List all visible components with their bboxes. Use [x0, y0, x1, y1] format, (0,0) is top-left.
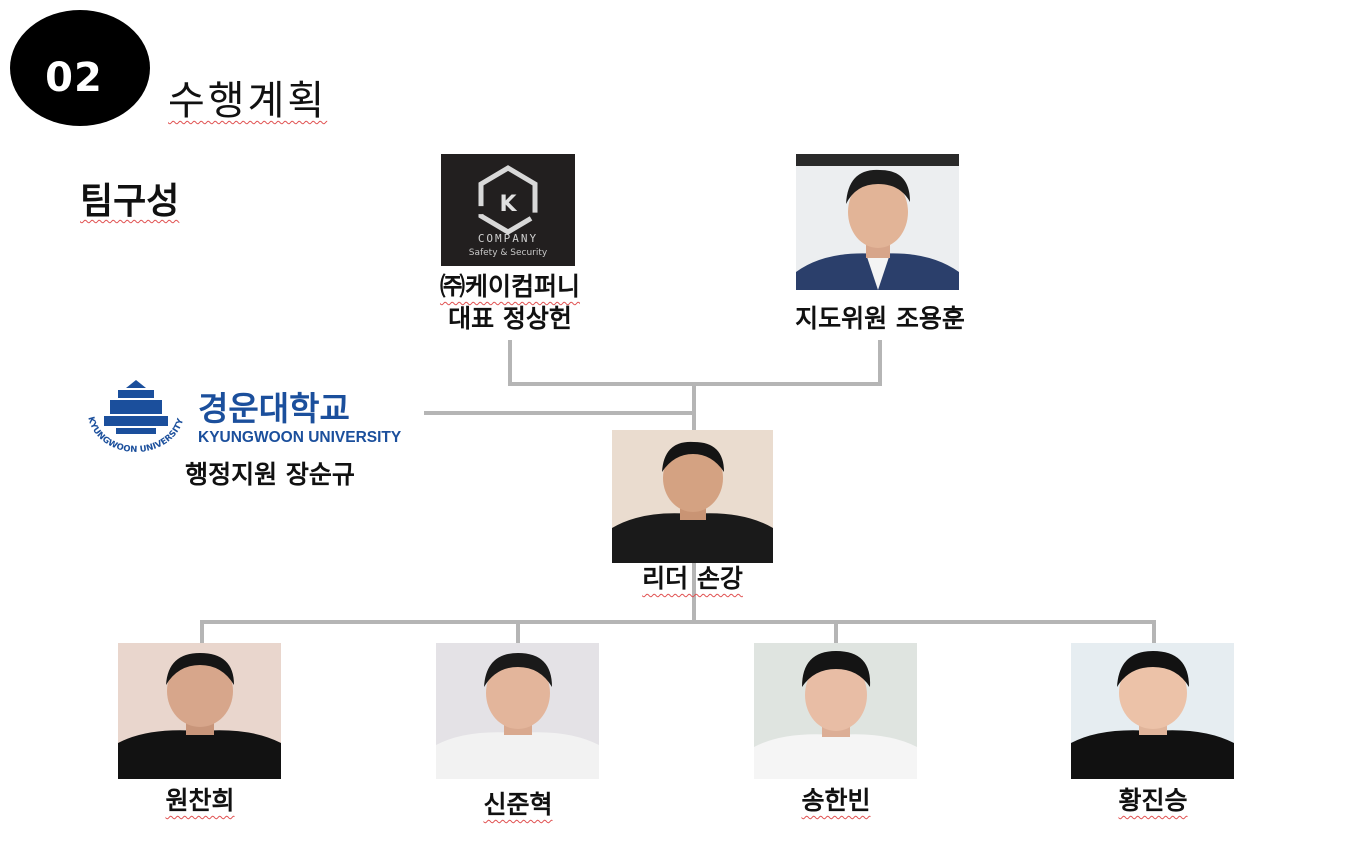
member-name-2: 신준혁 — [483, 790, 553, 819]
section-title: 수행계획 — [168, 78, 328, 124]
member-photo-3 — [754, 643, 917, 779]
member-name-4: 황진승 — [1118, 786, 1188, 815]
university-admin-role: 행정지원 장순규 — [185, 460, 355, 489]
company-logo-text: COMPANY — [478, 232, 538, 245]
section-number: 02 — [45, 55, 103, 101]
member-photo-1 — [118, 643, 281, 779]
mentor-role: 지도위원 조용훈 — [795, 304, 965, 333]
university-name-en: KYUNGWOON UNIVERSITY — [198, 429, 402, 446]
leader-photo — [612, 430, 773, 563]
mentor-photo — [796, 154, 959, 290]
section-number-badge: 02 — [10, 10, 150, 126]
company-logo-subtext: Safety & Security — [469, 248, 548, 258]
company-logo-letter: K — [499, 192, 517, 217]
member-photo-2 — [436, 643, 599, 779]
team-composition-title: 팀구성 — [80, 181, 180, 222]
university-emblem-icon — [104, 380, 168, 434]
company-logo: K COMPANY Safety & Security — [441, 154, 575, 266]
member-name-1: 원찬희 — [165, 786, 235, 815]
leader-role: 리더 손강 — [642, 564, 743, 593]
university-name-ko: 경운대학교 — [198, 389, 350, 428]
company-name: ㈜케이컴퍼니 — [439, 272, 580, 301]
university-logo: KYUNGWOON UNIVERSITY 경운대학교 KYUNGWOON UNI… — [82, 378, 424, 456]
member-photo-4 — [1071, 643, 1234, 779]
member-name-3: 송한빈 — [801, 786, 871, 815]
company-representative: 대표 정상헌 — [448, 304, 572, 333]
